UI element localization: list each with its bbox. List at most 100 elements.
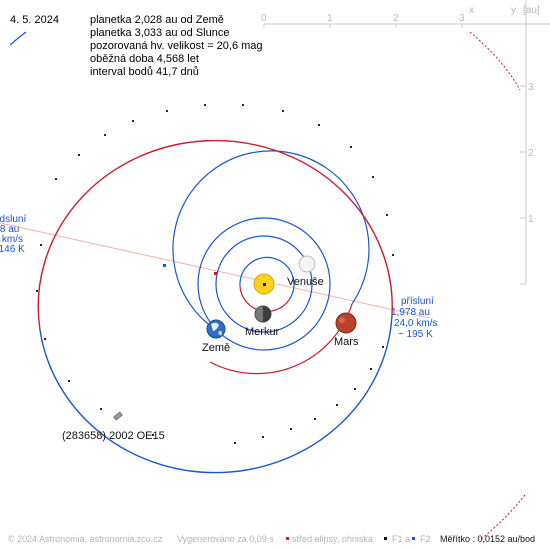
sun-focus-marker bbox=[263, 283, 266, 286]
unit-label: [au] bbox=[523, 5, 540, 16]
footer: © 2024 Astronomia, astronomia.zcu.cz Vyg… bbox=[8, 534, 535, 544]
y-tick-label-2: 2 bbox=[528, 148, 534, 159]
orbit-point bbox=[386, 214, 388, 216]
orbit-point bbox=[104, 134, 106, 136]
orbit-point bbox=[392, 254, 394, 256]
earth-land-2 bbox=[218, 330, 223, 336]
info-distance-earth: planetka 2,028 au od Země bbox=[90, 14, 224, 26]
x-tick-label-0: 0 bbox=[261, 13, 267, 24]
aphelion-temperature: ~ 146 K bbox=[0, 244, 25, 255]
mercury-orbit bbox=[239, 256, 295, 301]
perihelion-label: přísluní 1,978 au 24,0 km/s ~ 195 K bbox=[391, 296, 437, 340]
orbit-point bbox=[44, 338, 46, 340]
footer-copyright: © 2024 Astronomia, astronomia.zcu.cz bbox=[8, 534, 163, 544]
earth bbox=[206, 319, 226, 339]
orbit-point bbox=[314, 418, 316, 420]
orbit-point bbox=[55, 178, 57, 180]
mars-spot bbox=[339, 317, 345, 323]
orbit-point bbox=[290, 428, 292, 430]
asteroid-orbit-above bbox=[37, 139, 393, 331]
orbit-point bbox=[262, 436, 264, 438]
apsis-line bbox=[0, 222, 431, 319]
x-tick-label-1: 1 bbox=[327, 13, 333, 24]
perihelion-distance: 1,978 au bbox=[391, 307, 430, 318]
aphelion-label: odsluní 3,88 au 14 km/s ~ 146 K bbox=[0, 214, 26, 255]
aphelion-title: odsluní bbox=[0, 214, 26, 225]
orbit-point bbox=[318, 124, 320, 126]
asteroid-label: (283658) 2002 OE15 bbox=[62, 430, 165, 442]
mars-orbit-below bbox=[209, 303, 353, 375]
legend-f2-swatch bbox=[412, 537, 415, 540]
venus-disc bbox=[298, 255, 316, 273]
mercury bbox=[254, 305, 272, 323]
orbit-points bbox=[36, 104, 394, 444]
perihelion-temperature: ~ 195 K bbox=[398, 329, 433, 340]
x-tick-label-2: 2 bbox=[393, 13, 399, 24]
orbit-point bbox=[68, 380, 70, 382]
orbit-point bbox=[40, 244, 42, 246]
orbit-point bbox=[282, 110, 284, 112]
orbit-point bbox=[372, 176, 374, 178]
info-block: planetka 2,028 au od Země planetka 3,033… bbox=[90, 14, 263, 78]
orbit-point bbox=[350, 146, 352, 148]
mars-label: Mars bbox=[334, 336, 359, 348]
orbit-point bbox=[132, 120, 134, 122]
y-axis-unit: y bbox=[511, 5, 516, 16]
axes: 0 1 2 3 x y [au] 3 2 1 bbox=[261, 0, 550, 285]
asteroid-orbit bbox=[9, 31, 526, 541]
orbit-point bbox=[234, 442, 236, 444]
legend-f2-label: F2 bbox=[420, 534, 431, 544]
legend-f1-label: F1 a bbox=[392, 534, 410, 544]
asteroid-orbit-partial-bottom-right bbox=[479, 494, 526, 541]
y-tick-label-1: 1 bbox=[528, 214, 534, 225]
venus-label: Venuše bbox=[287, 276, 324, 288]
ellipse-center-marker bbox=[214, 272, 217, 275]
orbit-point bbox=[204, 104, 206, 106]
orbit-point bbox=[242, 104, 244, 106]
perihelion-title: přísluní bbox=[401, 296, 434, 307]
earth-label: Země bbox=[202, 342, 230, 354]
orbit-point bbox=[354, 388, 356, 390]
orbit-point bbox=[100, 408, 102, 410]
aphelion-distance: 3,88 au bbox=[0, 224, 19, 235]
y-tick-label-3: 3 bbox=[528, 82, 534, 93]
perihelion-velocity: 24,0 km/s bbox=[394, 318, 437, 329]
mars-disc bbox=[335, 312, 357, 334]
orbit-point bbox=[36, 290, 38, 292]
orbit-point bbox=[166, 110, 168, 112]
venus-orbit bbox=[215, 235, 313, 333]
x-tick-label-3: 3 bbox=[459, 13, 465, 24]
orbit-point bbox=[382, 346, 384, 348]
info-distance-sun: planetka 3,033 au od Slunce bbox=[90, 27, 229, 39]
focus-f2-marker bbox=[163, 264, 166, 267]
asteroid-orbit-partial-top-right bbox=[469, 31, 521, 91]
asteroid-marker bbox=[113, 411, 123, 421]
mercury-shadow bbox=[263, 306, 271, 322]
asteroid-orbit-partial-top-left bbox=[9, 31, 27, 46]
info-interval: interval bodů 41,7 dnů bbox=[90, 66, 199, 78]
legend-center-swatch bbox=[286, 537, 289, 540]
date-label: 4. 5. 2024 bbox=[10, 14, 59, 26]
sun bbox=[253, 273, 275, 295]
asteroid-orbit-below bbox=[39, 314, 393, 474]
mercury-label: Merkur bbox=[245, 326, 280, 338]
earth-land bbox=[211, 322, 219, 331]
mars bbox=[335, 312, 357, 334]
x-axis-unit: x bbox=[469, 5, 474, 16]
earth-orbit bbox=[197, 217, 331, 351]
orbit-point bbox=[78, 154, 80, 156]
legend-center-label: střed elipsy, ohniska bbox=[292, 534, 373, 544]
orbit-point bbox=[370, 368, 372, 370]
orbit-point bbox=[336, 404, 338, 406]
asteroid bbox=[113, 411, 123, 421]
mars-orbit bbox=[172, 150, 370, 331]
info-magnitude: pozorovaná hv. velikost = 20,6 mag bbox=[90, 40, 263, 52]
orbit-point bbox=[152, 434, 154, 436]
venus bbox=[298, 255, 316, 273]
legend-f1-swatch bbox=[384, 537, 387, 540]
footer-generated: Vygenerováno za 0,09 s bbox=[177, 534, 274, 544]
planet-orbits bbox=[172, 150, 370, 375]
info-period: oběžná doba 4,568 let bbox=[90, 53, 199, 65]
